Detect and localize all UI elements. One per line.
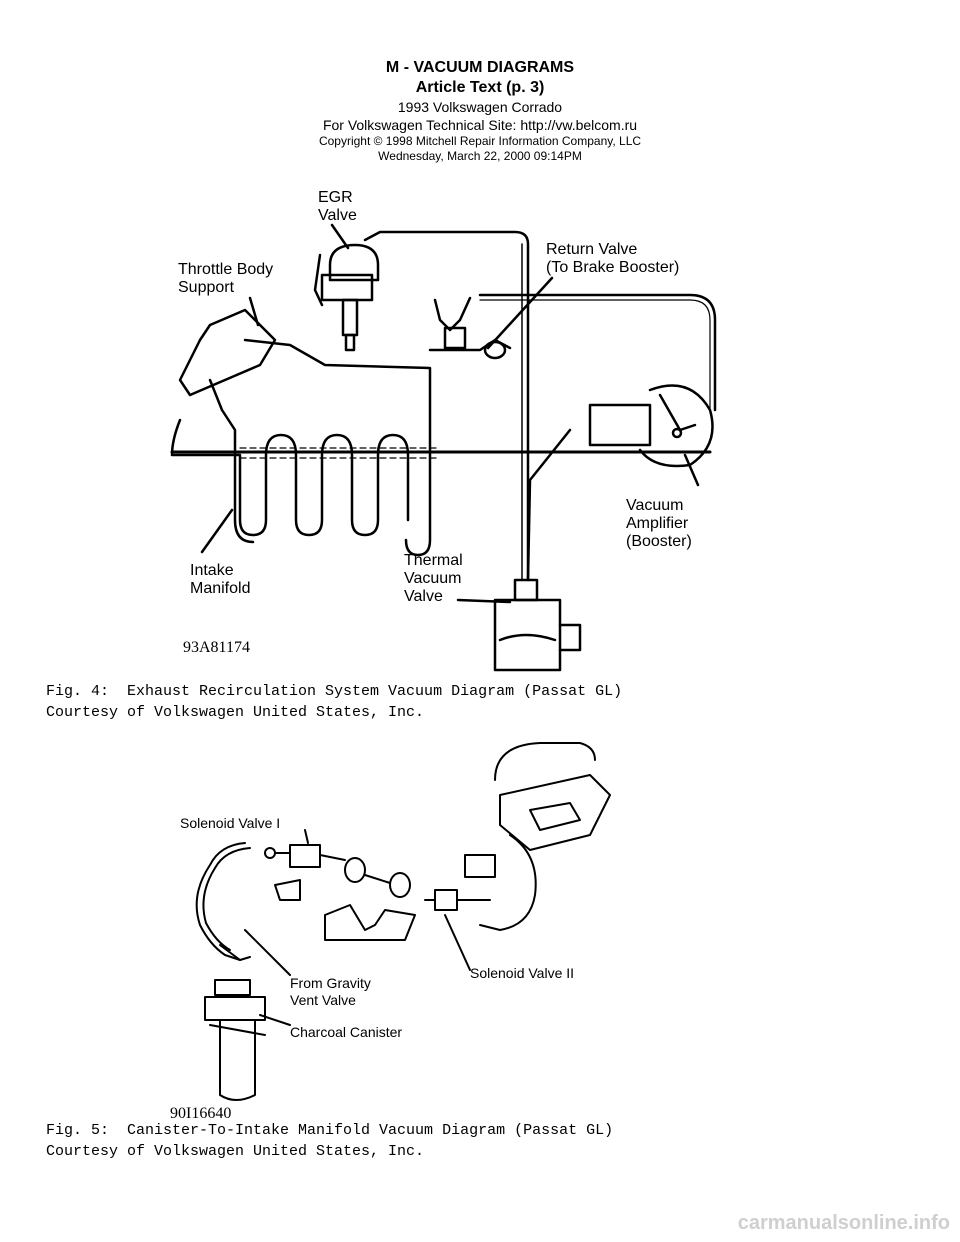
gravity-arrow <box>244 929 291 976</box>
amplifier-label-3: (Booster) <box>626 533 692 550</box>
return-label-2: (To Brake Booster) <box>546 259 679 276</box>
amplifier-label-2: Amplifier <box>626 515 689 532</box>
return-valve <box>433 296 472 332</box>
section-title: M - VACUUM DIAGRAMS <box>385 59 575 76</box>
charcoal-canister <box>219 1019 256 1101</box>
article-title: Article Text (p. 3) <box>415 79 545 96</box>
solenoid-2-arrow <box>444 914 471 971</box>
engine-hose-top <box>494 742 596 781</box>
connector-ring-2 <box>389 872 411 898</box>
return-arrow <box>486 276 554 350</box>
egr-valve <box>328 243 380 282</box>
canister-cap <box>214 979 251 996</box>
return-label-1: Return Valve <box>546 241 637 258</box>
throttle-label-2: Support <box>178 279 235 296</box>
intake-manifold <box>170 418 410 537</box>
page-header: M - VACUUM DIAGRAMS Article Text (p. 3) … <box>0 58 960 164</box>
mounting-bracket <box>324 904 416 941</box>
site-line: For Volkswagen Technical Site: http://vw… <box>322 117 638 133</box>
solenoid-1-label: Solenoid Valve I <box>180 815 280 831</box>
thermal-label-3: Valve <box>404 588 443 605</box>
figure-4-code: 93A81174 <box>183 639 250 656</box>
thermal-label-2: Vacuum <box>404 570 462 587</box>
solenoid-valve-2-upper <box>464 854 496 878</box>
date-line: Wednesday, March 22, 2000 09:14PM <box>378 149 582 163</box>
gravity-label-1: From Gravity <box>290 975 371 991</box>
figure-5-caption-2: Courtesy of Volkswagen United States, In… <box>46 1143 425 1160</box>
figure-5-svg: Solenoid Valve I Solenoid Valve II From … <box>170 742 611 1120</box>
thermal-arrow <box>456 598 512 604</box>
throttle-label-1: Throttle Body <box>178 261 273 278</box>
figure-4-diagram: EGR Valve Throttle Body Support Return V… <box>150 180 740 680</box>
solenoid-2-label: Solenoid Valve II <box>470 965 574 981</box>
watermark: carmanualsonline.info <box>737 1212 950 1234</box>
egr-arrow <box>330 223 350 250</box>
copyright-line: Copyright © 1998 Mitchell Repair Informa… <box>318 134 642 148</box>
connector-ring-1 <box>344 857 366 883</box>
solenoid-valve-1 <box>289 844 321 868</box>
egr-hose <box>363 230 530 582</box>
figure-5-caption-1: Fig. 5: Canister-To-Intake Manifold Vacu… <box>46 1122 614 1139</box>
throttle-arrow <box>248 296 260 327</box>
amplifier-upper-hose <box>478 293 717 412</box>
vehicle-line: 1993 Volkswagen Corrado <box>397 99 563 115</box>
egr-label-2: Valve <box>318 207 357 224</box>
intake-arrow <box>200 508 234 554</box>
engine-block <box>499 774 611 851</box>
gravity-label-2: Vent Valve <box>290 992 356 1008</box>
canister-hose <box>195 842 246 961</box>
solenoid-1-arrow <box>304 829 309 844</box>
figure-4-caption-2: Courtesy of Volkswagen United States, In… <box>46 704 425 721</box>
figure-5-diagram: Solenoid Valve I Solenoid Valve II From … <box>150 735 620 1120</box>
figure-4-svg: EGR Valve Throttle Body Support Return V… <box>170 189 717 672</box>
intake-label-2: Manifold <box>190 580 250 597</box>
thermal-label-1: Thermal <box>404 552 463 569</box>
figure-4-caption-1: Fig. 4: Exhaust Recirculation System Vac… <box>46 683 623 700</box>
thermal-vacuum-valve <box>513 578 539 602</box>
throttle-body <box>178 308 277 397</box>
amplifier-label-1: Vacuum <box>626 497 684 514</box>
manifold-plenum <box>243 338 432 557</box>
vacuum-amplifier <box>638 384 714 468</box>
figure-5-code: 90I16640 <box>170 1105 231 1120</box>
engine-hose-right <box>479 834 537 931</box>
canister-label: Charcoal Canister <box>290 1024 402 1040</box>
amplifier-arrow <box>683 453 700 487</box>
solenoid-valve-2 <box>434 889 458 911</box>
egr-label-1: EGR <box>318 189 353 206</box>
canister-arrow <box>259 1014 291 1026</box>
intake-label-1: Intake <box>190 562 234 579</box>
